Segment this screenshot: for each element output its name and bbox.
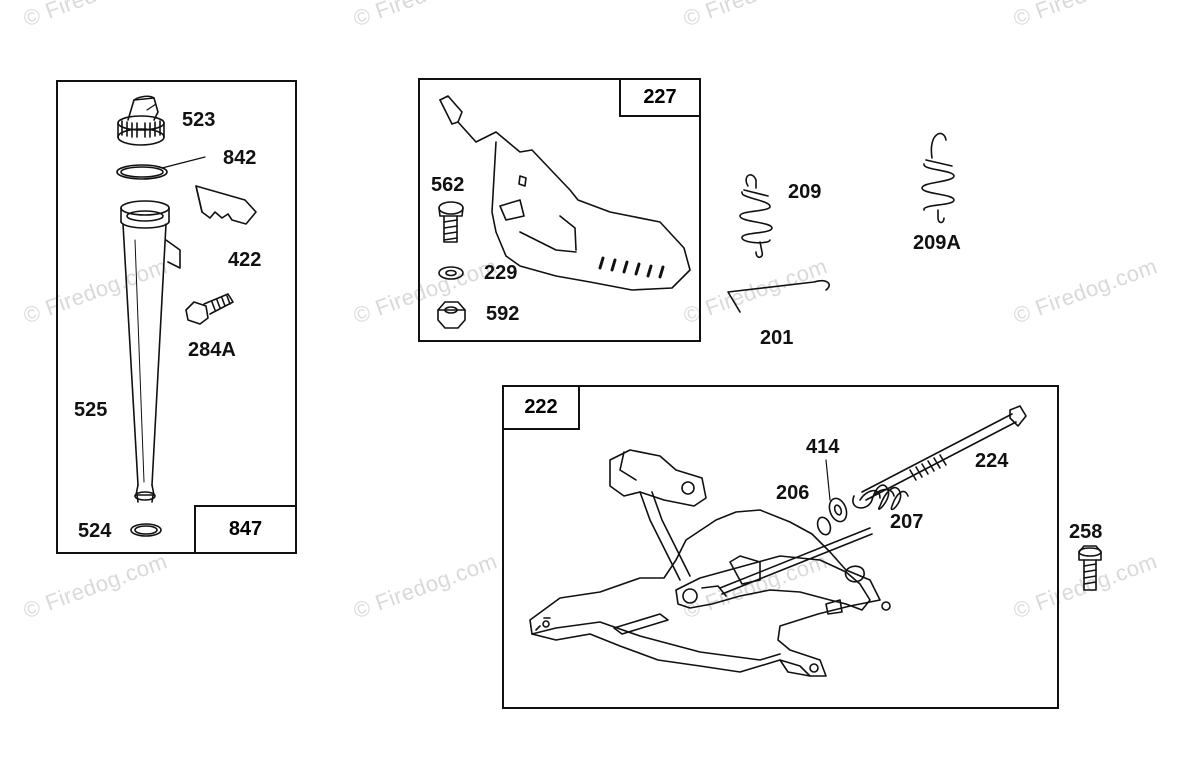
control-plate-icon	[530, 450, 890, 676]
part-label-284A: 284A	[188, 339, 236, 361]
part-label-207: 207	[890, 511, 924, 533]
spring-icon	[740, 175, 772, 257]
part-label-209A: 209A	[913, 232, 961, 254]
panel-dipstick	[56, 80, 297, 554]
part-label-258: 258	[1069, 521, 1103, 543]
clip-icon	[196, 186, 256, 224]
spring-icon	[922, 134, 954, 223]
panel-control-plate	[502, 385, 1059, 709]
washer-icon	[439, 267, 463, 279]
washer-icon	[826, 496, 849, 524]
part-label-562: 562	[431, 174, 465, 196]
panel-governor-bracket	[418, 78, 701, 342]
part-label-525: 525	[74, 399, 108, 421]
part-label-842: 842	[223, 147, 257, 169]
panel-tag-222: 222	[502, 385, 580, 430]
cap-icon	[118, 96, 164, 145]
part-label-206: 206	[776, 482, 810, 504]
nut-icon	[438, 302, 465, 328]
part-label-414: 414	[806, 436, 840, 458]
part-label-524: 524	[78, 520, 112, 542]
screw-icon	[186, 294, 233, 324]
screw-icon	[1079, 546, 1101, 590]
part-label-229: 229	[484, 262, 518, 284]
washer-icon	[815, 515, 832, 536]
spring-icon	[853, 485, 908, 509]
part-label-523: 523	[182, 109, 216, 131]
o-ring-icon	[117, 165, 167, 179]
part-label-422: 422	[228, 249, 262, 271]
part-label-201: 201	[760, 327, 794, 349]
bracket-icon	[440, 96, 690, 290]
screw-icon	[439, 202, 463, 242]
panel-tag-227: 227	[619, 78, 701, 117]
dipstick-tube-icon	[121, 201, 180, 502]
o-ring-icon	[131, 524, 161, 536]
link-rod-icon	[728, 281, 829, 312]
part-label-224: 224	[975, 450, 1009, 472]
part-label-209: 209	[788, 181, 822, 203]
screw-icon	[862, 406, 1026, 500]
part-label-592: 592	[486, 303, 520, 325]
panel-tag-847: 847	[194, 505, 297, 554]
